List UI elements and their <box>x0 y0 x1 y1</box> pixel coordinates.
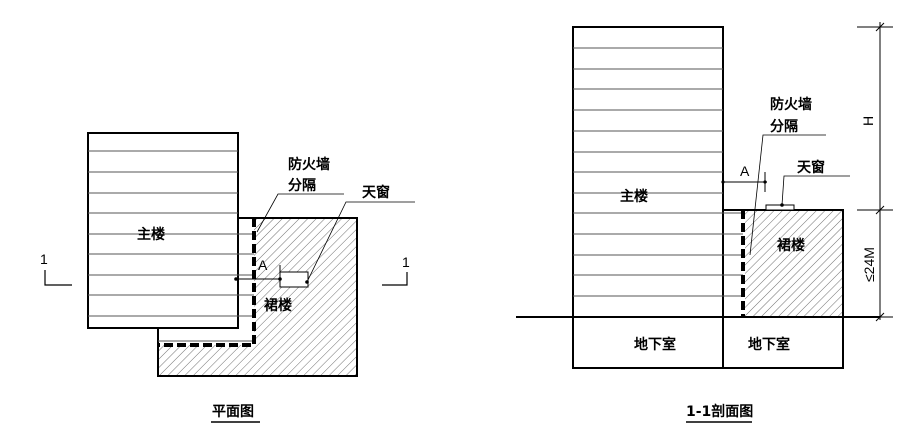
section-main-building-label: 主楼 <box>620 188 648 205</box>
section-skylight-label: 天窗 <box>797 159 825 176</box>
plan-main-building <box>87 132 254 342</box>
basement-right <box>722 316 844 369</box>
plan-skylight-label: 天窗 <box>362 184 390 201</box>
plan-view: A 防火墙 分隔 天窗 主楼 裙楼 1 1 平面图 <box>40 132 415 423</box>
basement-right-label: 地下室 <box>748 336 790 353</box>
svg-text:1: 1 <box>40 251 48 267</box>
section-view: A 防火墙 分隔 天窗 主楼 裙楼 地下室 地下室 H ≤24M 1-1剖面图 <box>516 22 893 423</box>
plan-gap-area <box>158 218 254 345</box>
plan-firewall-label-1: 防火墙 <box>288 156 330 173</box>
plan-firewall <box>158 218 256 347</box>
section-skylight-leader <box>781 175 850 206</box>
section-podium-label: 裙楼 <box>777 237 805 254</box>
section-firewall-label-1: 防火墙 <box>770 96 812 113</box>
plan-title: 平面图 <box>212 404 254 420</box>
plan-firewall-label-2: 分隔 <box>288 178 316 194</box>
plan-skylight <box>279 271 309 288</box>
section-title: 1-1剖面图 <box>686 403 753 420</box>
section-main-building <box>572 26 743 318</box>
section-firewall-leader <box>749 134 826 256</box>
plan-main-building-label: 主楼 <box>137 226 165 243</box>
section-mark-right: 1 <box>382 254 410 286</box>
section-firewall-label-2: 分隔 <box>770 119 798 135</box>
height-main-label: H <box>860 116 876 126</box>
plan-podium-label: 裙楼 <box>264 297 292 314</box>
section-skylight <box>765 204 795 211</box>
height-podium-label: ≤24M <box>861 247 877 282</box>
section-mark-left: 1 <box>40 251 72 286</box>
svg-text:1: 1 <box>402 254 410 270</box>
basement-left-label: 地下室 <box>634 336 676 353</box>
plan-skylight-leader <box>306 201 415 283</box>
height-dimension <box>857 22 893 322</box>
plan-distance-label: A <box>258 257 268 273</box>
plan-firewall-leader <box>256 193 344 233</box>
basement-left <box>572 316 724 369</box>
section-distance-label: A <box>740 163 750 179</box>
